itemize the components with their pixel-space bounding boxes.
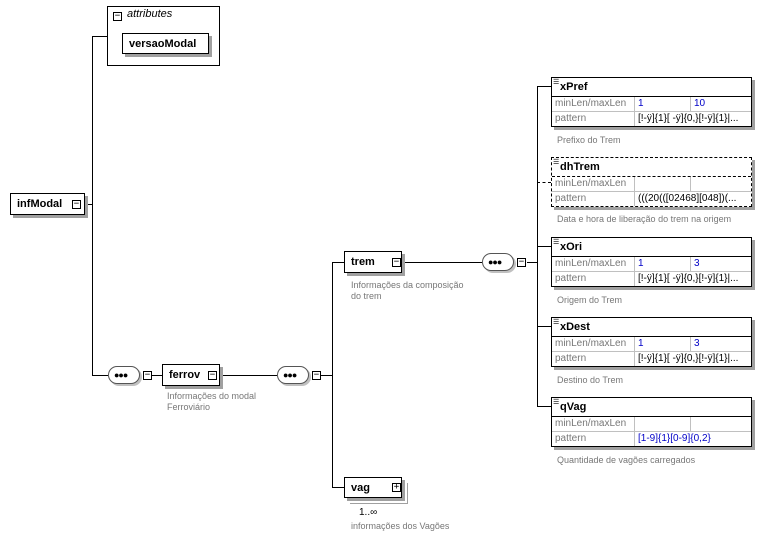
xDest-doc: Destino do Trem — [557, 375, 624, 385]
attribute-name: versaoModal — [129, 38, 197, 50]
attribute-versaoModal[interactable]: versaoModal — [122, 33, 209, 54]
expand-icon[interactable]: + — [392, 482, 401, 492]
vag-occurrence: 1..∞ — [359, 507, 378, 518]
element-name: ferrov — [169, 369, 201, 381]
sequence-compositor-icon[interactable]: ●●● — [277, 366, 309, 384]
dhTrem-doc: Data e hora de liberação do trem na orig… — [557, 214, 732, 224]
sequence-compositor-icon[interactable]: ●●● — [108, 366, 140, 384]
sequence-compositor-icon[interactable]: ●●● — [482, 253, 514, 271]
collapse-icon[interactable]: − — [143, 370, 152, 380]
element-name: xOri — [560, 241, 583, 253]
element-vag[interactable]: vag + — [344, 477, 402, 498]
element-infModal[interactable]: infModal − — [10, 193, 85, 215]
element-trem[interactable]: trem − — [344, 251, 402, 273]
collapse-icon[interactable]: − — [517, 257, 526, 267]
collapse-icon[interactable]: − — [72, 199, 81, 209]
element-name: vag — [351, 482, 370, 494]
vag-doc: informações dos Vagões — [351, 521, 450, 531]
xPref-doc: Prefixo do Trem — [557, 135, 621, 145]
element-qVag[interactable]: ☰qVag minLen/maxLen pattern[1-9]{1}[0-9]… — [551, 397, 752, 447]
collapse-icon[interactable]: − — [208, 370, 217, 380]
element-name: infModal — [17, 198, 63, 210]
collapse-icon[interactable]: − — [392, 257, 401, 267]
qVag-doc: Quantidade de vagões carregados — [557, 455, 696, 465]
element-name: xPref — [560, 81, 588, 93]
collapse-icon[interactable]: − — [312, 370, 321, 380]
element-name: xDest — [560, 321, 590, 333]
element-name: trem — [351, 256, 375, 268]
element-name: qVag — [560, 401, 587, 413]
element-ferrov[interactable]: ferrov − — [162, 364, 220, 386]
element-name: dhTrem — [560, 161, 600, 173]
xOri-doc: Origem do Trem — [557, 295, 623, 305]
collapse-icon[interactable]: − — [113, 11, 122, 21]
element-dhTrem[interactable]: ☰dhTrem minLen/maxLen pattern(((20(([024… — [551, 157, 752, 207]
attributes-label: attributes — [127, 8, 173, 20]
